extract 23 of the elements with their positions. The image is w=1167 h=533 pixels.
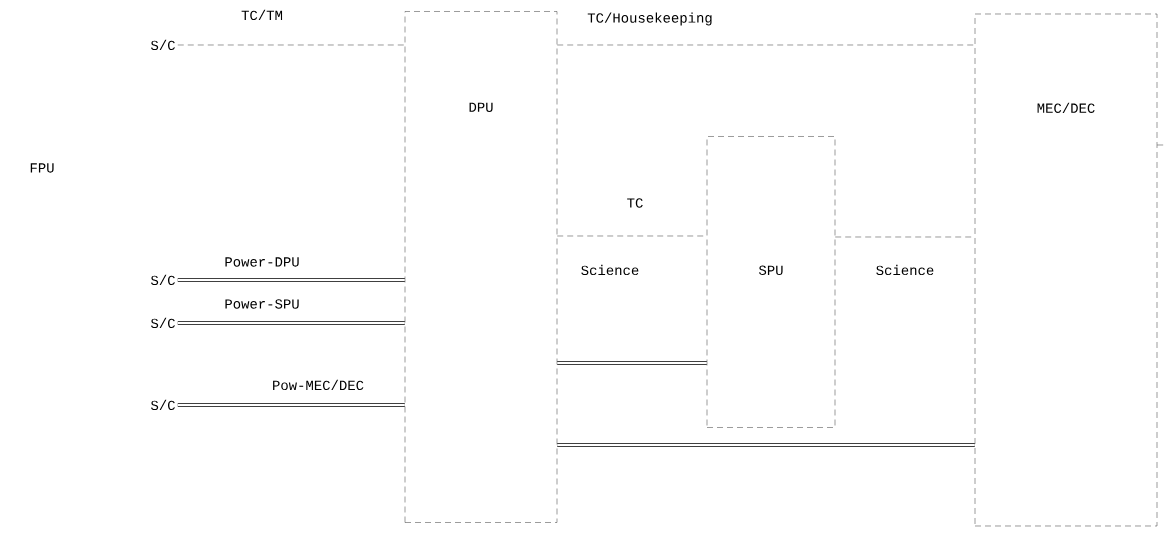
edge-label: Power-SPU [225,299,299,309]
edge-label: TC [627,198,643,208]
edge-label: TC/Housekeeping [587,12,712,26]
connector-line [177,278,405,282]
connector-line [177,321,405,325]
edge-label: Science [876,264,934,276]
connector-line [557,443,975,447]
text-label: FPU [30,163,54,173]
connector-line [557,361,707,365]
connector-line [557,44,975,46]
end-label: S/C [151,317,175,329]
block-box: MEC/DEC [974,13,1158,527]
end-label: S/C [151,399,175,411]
text-label: Science [581,264,639,276]
block-box: SPU [706,136,836,428]
edge-label: TC/TM [241,9,283,21]
end-label: S/C [151,39,175,51]
connector-line [177,44,405,46]
edge-label: Pow-MEC/DEC [273,379,364,391]
connector-line [177,403,405,407]
block-box: DPU [404,11,558,523]
edge-label: Power-DPU [225,257,299,267]
end-label: S/C [151,274,175,286]
